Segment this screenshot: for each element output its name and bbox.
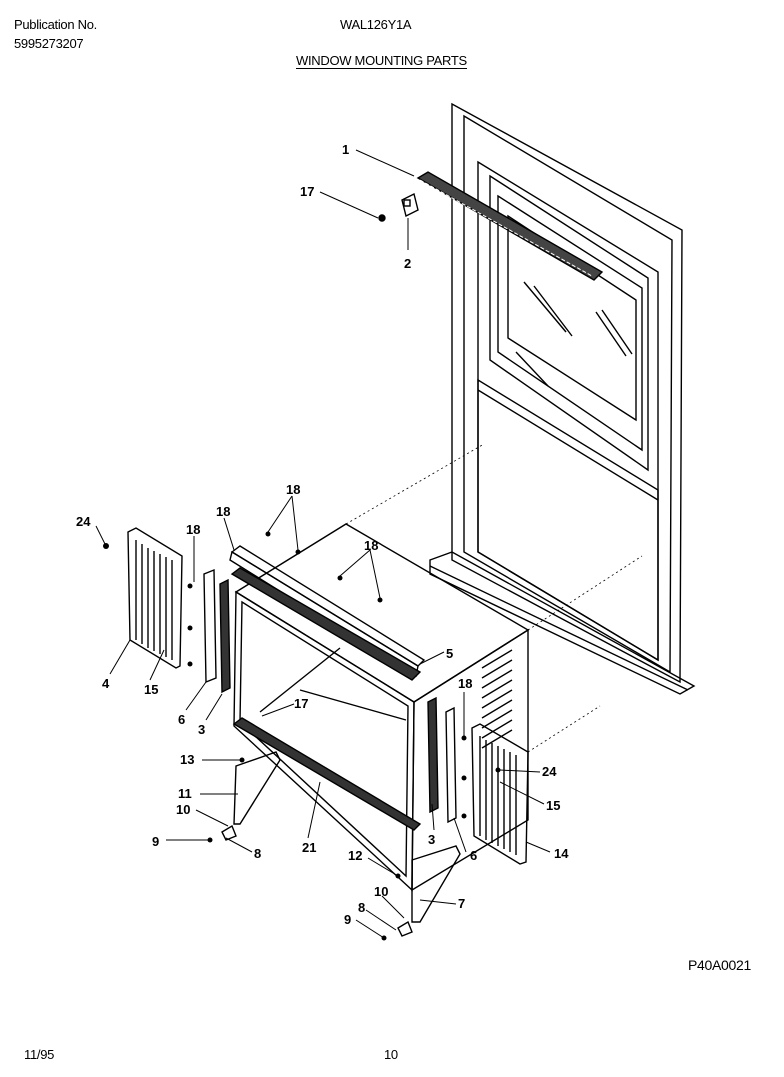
- publication-number: 5995273207: [14, 36, 84, 51]
- callout-12: 12: [348, 848, 362, 863]
- callout-8-right: 8: [358, 900, 365, 915]
- callout-2: 2: [404, 256, 411, 271]
- bracket-icon: [401, 192, 419, 218]
- callout-6-left: 6: [178, 712, 185, 727]
- callout-6-right: 6: [470, 848, 477, 863]
- callout-18-top-screws: 18: [286, 482, 300, 497]
- left-support-bracket: [221, 751, 281, 841]
- callout-17-inner: 17: [294, 696, 308, 711]
- top-rail: [229, 545, 426, 681]
- callout-13: 13: [180, 752, 194, 767]
- callout-24-left: 24: [76, 514, 91, 529]
- top-seal-strip: [416, 171, 604, 281]
- callout-3-right: 3: [428, 832, 435, 847]
- callout-4: 4: [102, 676, 110, 691]
- left-side-curtain: [127, 527, 231, 694]
- section-title: WINDOW MOUNTING PARTS: [296, 53, 467, 69]
- screw-icon: [378, 214, 386, 222]
- callout-8-left: 8: [254, 846, 261, 861]
- callout-21: 21: [302, 840, 316, 855]
- callout-15-right: 15: [546, 798, 560, 813]
- callout-7: 7: [458, 896, 465, 911]
- callout-18-top-rail: 18: [216, 504, 230, 519]
- callout-3-left: 3: [198, 722, 205, 737]
- callout-18-right-screws: 18: [458, 676, 472, 691]
- callout-10-right: 10: [374, 884, 388, 899]
- window-frame: [429, 102, 696, 695]
- publication-date: 11/95: [24, 1047, 55, 1062]
- right-support-bracket: [397, 845, 461, 937]
- page-number: 10: [384, 1047, 398, 1062]
- right-side-curtain: [427, 696, 529, 865]
- callout-18-left-screws: 18: [186, 522, 200, 537]
- callout-18-cabinet-screws: 18: [364, 538, 378, 553]
- publication-label: Publication No.: [14, 17, 97, 32]
- callout-9-right: 9: [344, 912, 351, 927]
- air-conditioner-cabinet: [233, 523, 530, 892]
- callout-10-left: 10: [176, 802, 190, 817]
- figure-code: P40A0021: [688, 957, 751, 973]
- callout-1: 1: [342, 142, 349, 157]
- callout-24-right: 24: [542, 764, 557, 779]
- callout-14: 14: [554, 846, 569, 861]
- callout-11: 11: [178, 786, 192, 801]
- bottom-rail: [232, 717, 422, 831]
- callout-17-top: 17: [300, 184, 314, 199]
- model-number: WAL126Y1A: [340, 17, 412, 32]
- callout-5: 5: [446, 646, 453, 661]
- callout-9-left: 9: [152, 834, 159, 849]
- callout-15-left: 15: [144, 682, 158, 697]
